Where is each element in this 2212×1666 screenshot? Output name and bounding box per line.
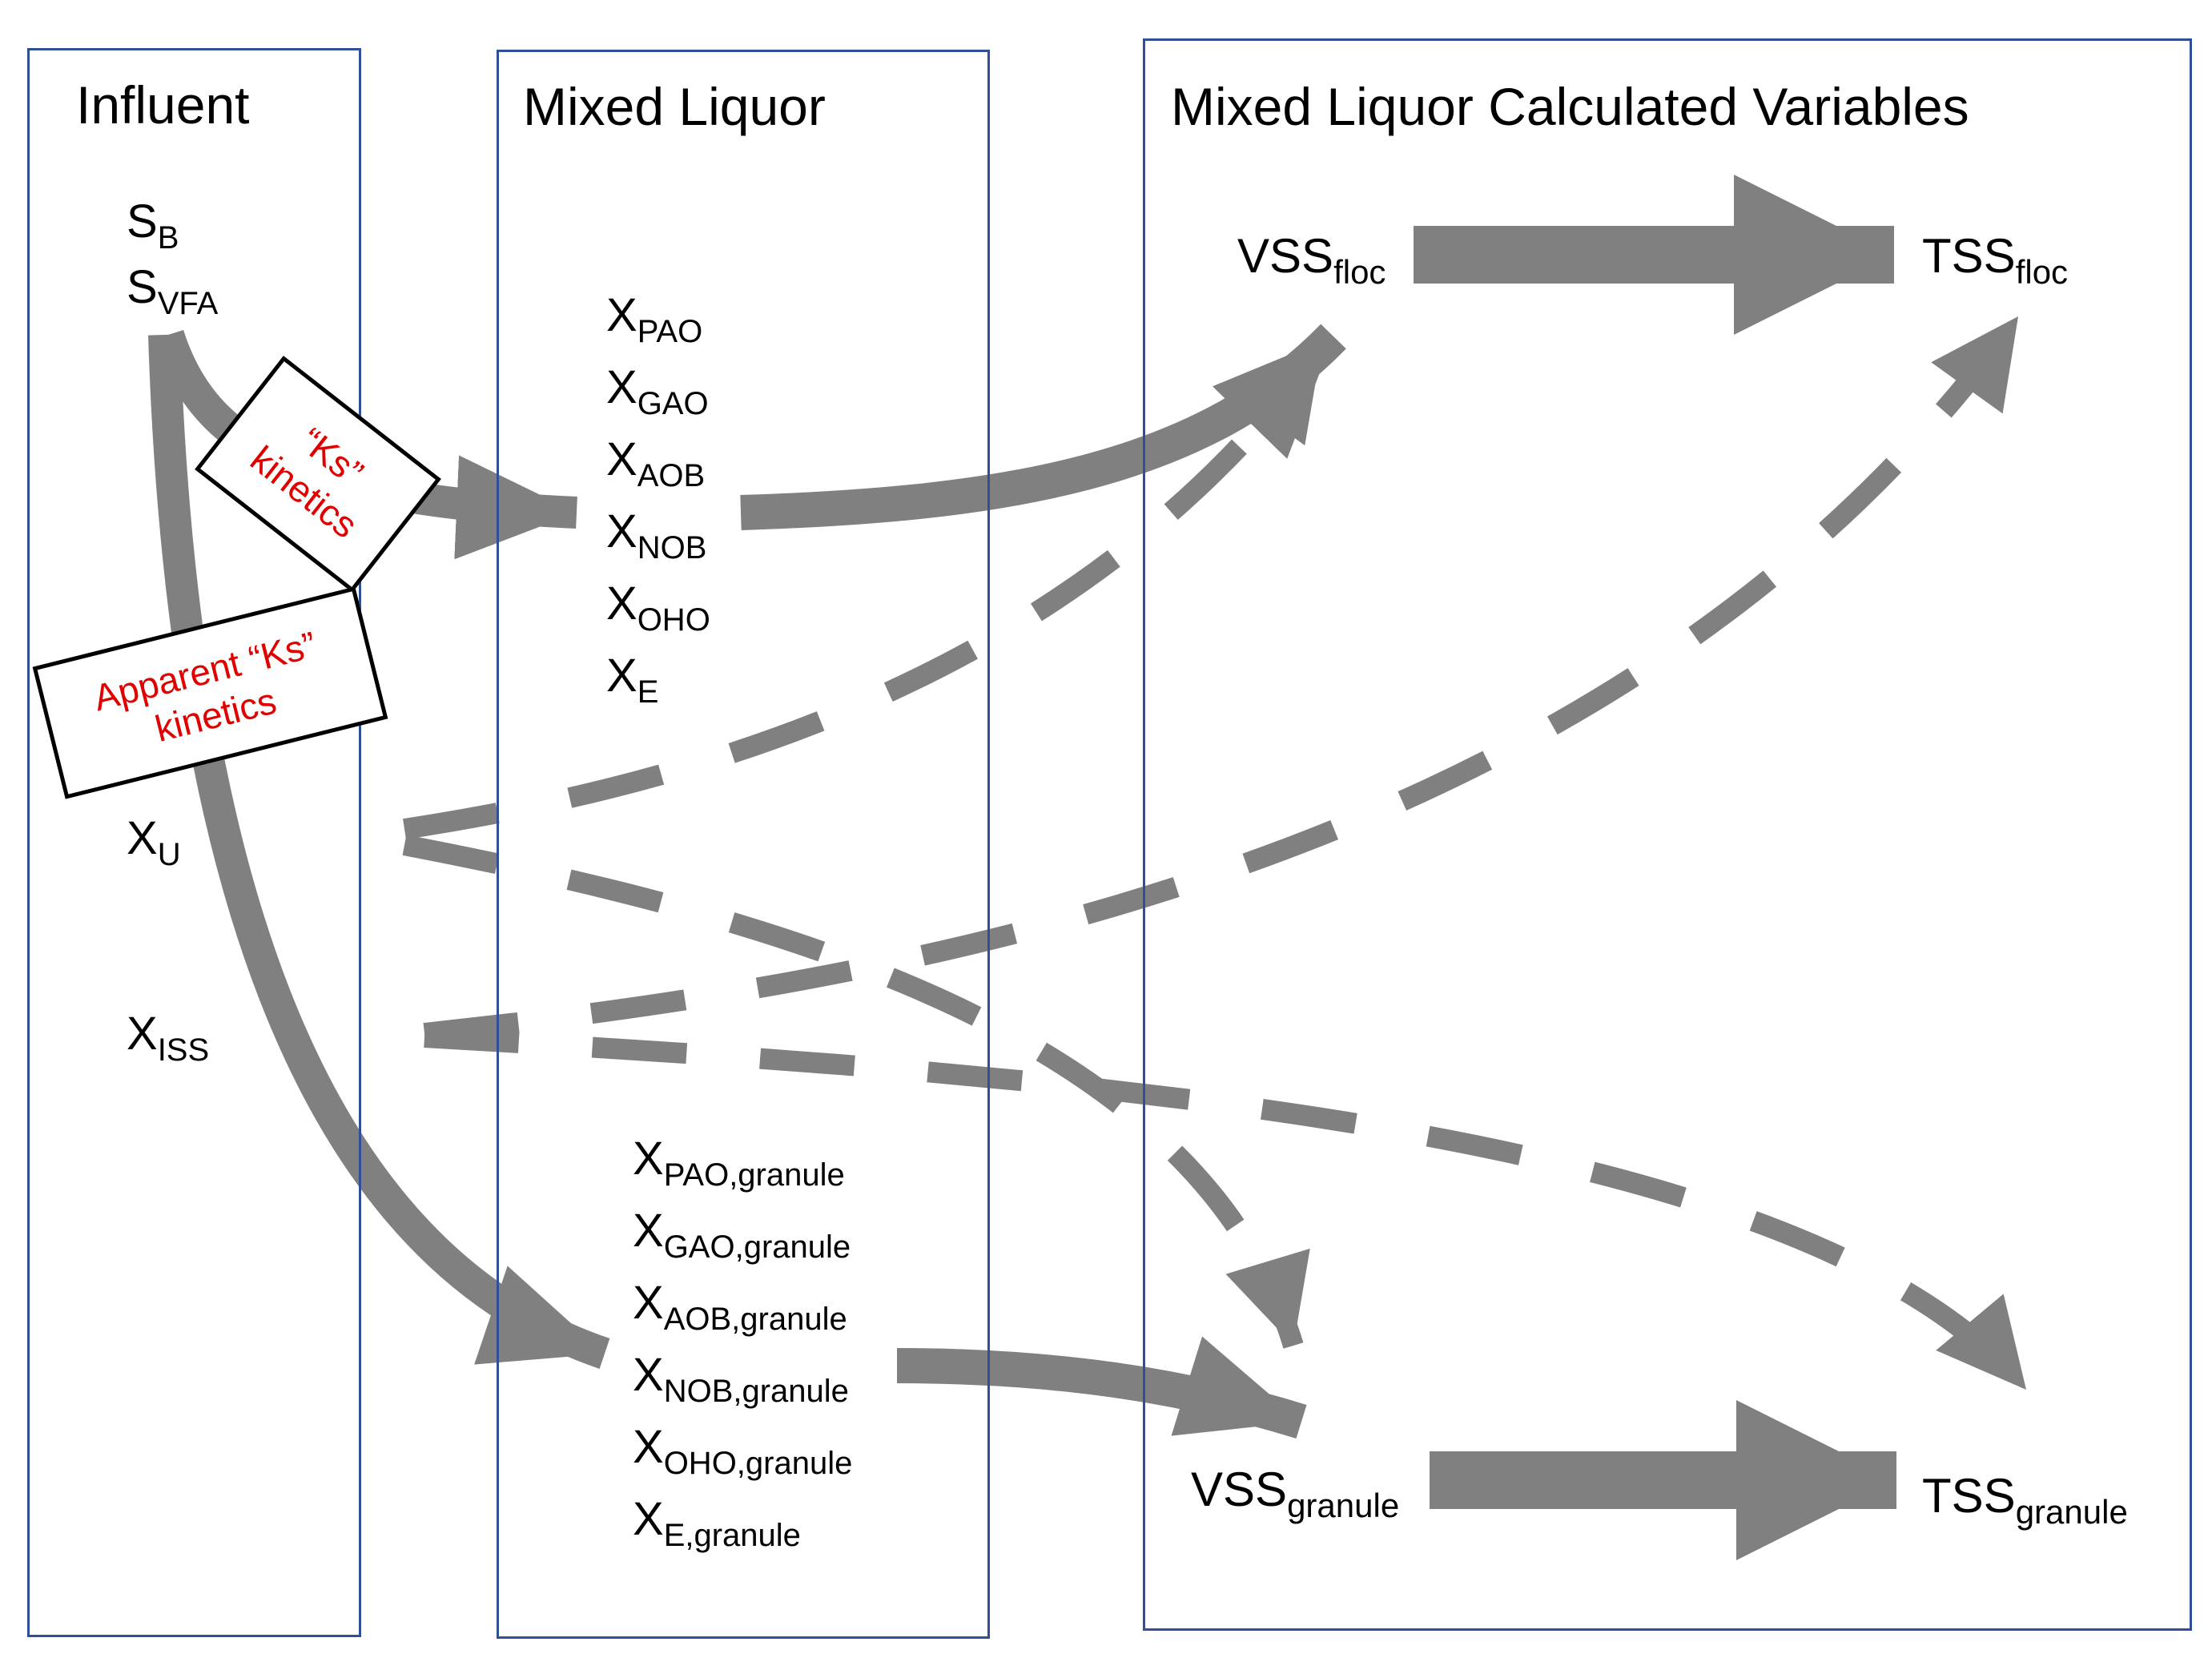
var-pao-granule: XPAO,granule: [633, 1133, 845, 1193]
var-gao-granule: XGAO,granule: [633, 1205, 851, 1265]
arrow-granule-biomass-to-vss-granule: [896, 1336, 1307, 1439]
var-xu: XU: [127, 812, 181, 872]
calculated-variables-title: Mixed Liquor Calculated Variables: [1171, 77, 1969, 136]
var-nob-granule: XNOB,granule: [633, 1349, 849, 1409]
dashed-arrow-xu-to-vss-floc: [403, 342, 1330, 839]
var-aob-granule: XAOB,granule: [633, 1277, 847, 1337]
var-oho-granule: XOHO,granule: [633, 1421, 853, 1481]
mixed-liquor-panel: [497, 50, 990, 1639]
var-gao: XGAO: [606, 361, 709, 421]
mixed-liquor-title: Mixed Liquor: [523, 77, 826, 136]
arrow-influent-to-granule-biomass: [148, 334, 610, 1369]
var-vss-floc: VSSfloc: [1237, 229, 1386, 291]
var-vss-granule: VSSgranule: [1191, 1463, 1400, 1524]
calculated-variables-panel: [1143, 38, 2192, 1631]
influent-panel: [27, 48, 361, 1637]
var-e: XE: [606, 650, 659, 710]
var-tss-floc: TSSfloc: [1922, 229, 2069, 291]
var-sb: SB: [127, 195, 179, 256]
var-nob: XNOB: [606, 505, 707, 565]
var-aob: XAOB: [606, 433, 706, 493]
var-svfa: SVFA: [127, 261, 219, 321]
dashed-arrow-xiss-to-tss-floc: [423, 310, 2027, 1044]
var-xiss: XISS: [127, 1008, 210, 1068]
var-tss-granule: TSSgranule: [1922, 1469, 2128, 1531]
var-e-granule: XE,granule: [633, 1493, 801, 1553]
var-oho: XOHO: [606, 577, 710, 638]
influent-title: Influent: [76, 75, 250, 135]
var-pao: XPAO: [606, 289, 703, 349]
dashed-arrow-xu-to-vss-granule: [402, 835, 1310, 1349]
arrow-floc-biomass-to-vss-floc: [740, 324, 1346, 530]
